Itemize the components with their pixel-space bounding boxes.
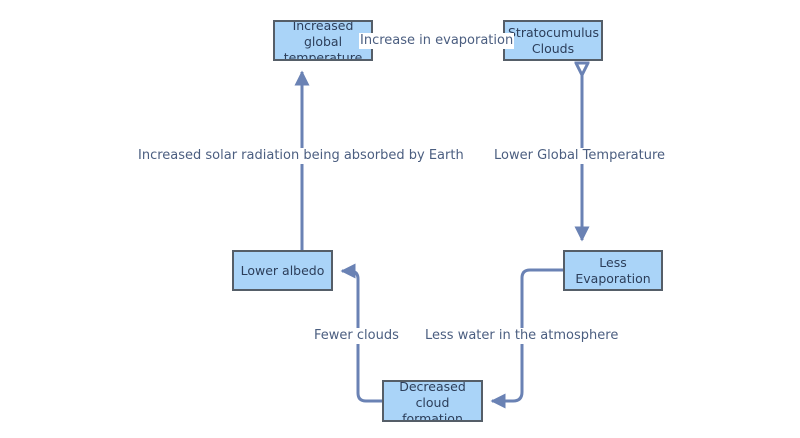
node-label-lower-albedo: Lower albedo	[240, 262, 325, 278]
edge-label-increase-in-evaporation: Increase in evaporation	[359, 33, 515, 49]
node-label-less-evaporation: Less Evaporation	[575, 254, 651, 286]
edge-label-less-water-in-atmosphere: Less water in the atmosphere	[424, 328, 620, 344]
node-increased-global-temperature: Increased global temperature	[273, 20, 373, 61]
node-label-increased-global-temperature: Increased global temperature	[283, 20, 363, 61]
node-less-evaporation: Less Evaporation	[563, 250, 663, 291]
node-stratocumulus-clouds: Stratocumulus Clouds	[503, 20, 603, 61]
node-lower-albedo: Lower albedo	[232, 250, 333, 291]
node-label-decreased-cloud-formation: Decreased cloud formation	[399, 380, 466, 422]
edge-label-increased-solar-radiation: Increased solar radiation being absorbed…	[137, 148, 465, 164]
node-label-stratocumulus-clouds: Stratocumulus Clouds	[508, 24, 599, 56]
edge-label-fewer-clouds: Fewer clouds	[313, 328, 400, 344]
node-decreased-cloud-formation: Decreased cloud formation	[382, 380, 483, 422]
edge-label-lower-global-temperature: Lower Global Temperature	[493, 148, 667, 164]
